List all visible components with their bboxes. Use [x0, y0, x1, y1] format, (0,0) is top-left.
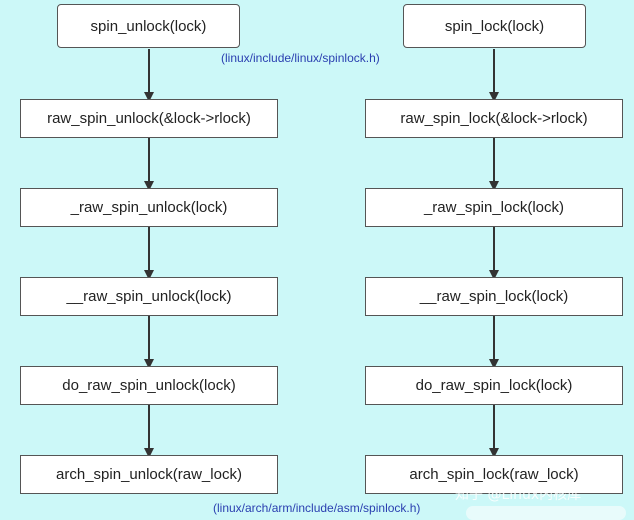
right-node-double-underscore-raw-spin-lock: __raw_spin_lock(lock) — [365, 277, 623, 316]
right-node-raw-spin-lock: raw_spin_lock(&lock->rlock) — [365, 99, 623, 138]
right-node-underscore-raw-spin-lock: _raw_spin_lock(lock) — [365, 188, 623, 227]
left-node-double-underscore-raw-spin-unlock: __raw_spin_unlock(lock) — [20, 277, 278, 316]
left-node-do-raw-spin-unlock: do_raw_spin_unlock(lock) — [20, 366, 278, 405]
bottom-highlight-bar — [466, 506, 626, 520]
left-node-raw-spin-unlock: raw_spin_unlock(&lock->rlock) — [20, 99, 278, 138]
left-node-spin-unlock: spin_unlock(lock) — [57, 4, 240, 48]
left-node-underscore-raw-spin-unlock: _raw_spin_unlock(lock) — [20, 188, 278, 227]
top-source-path-label: (linux/include/linux/spinlock.h) — [221, 51, 380, 65]
left-node-arch-spin-unlock: arch_spin_unlock(raw_lock) — [20, 455, 278, 494]
bottom-source-path-label: (linux/arch/arm/include/asm/spinlock.h) — [213, 501, 421, 515]
right-node-arch-spin-lock: arch_spin_lock(raw_lock) — [365, 455, 623, 494]
right-node-do-raw-spin-lock: do_raw_spin_lock(lock) — [365, 366, 623, 405]
watermark-text: 知乎 @Linux内核库 — [455, 487, 582, 503]
right-node-spin-lock: spin_lock(lock) — [403, 4, 586, 48]
